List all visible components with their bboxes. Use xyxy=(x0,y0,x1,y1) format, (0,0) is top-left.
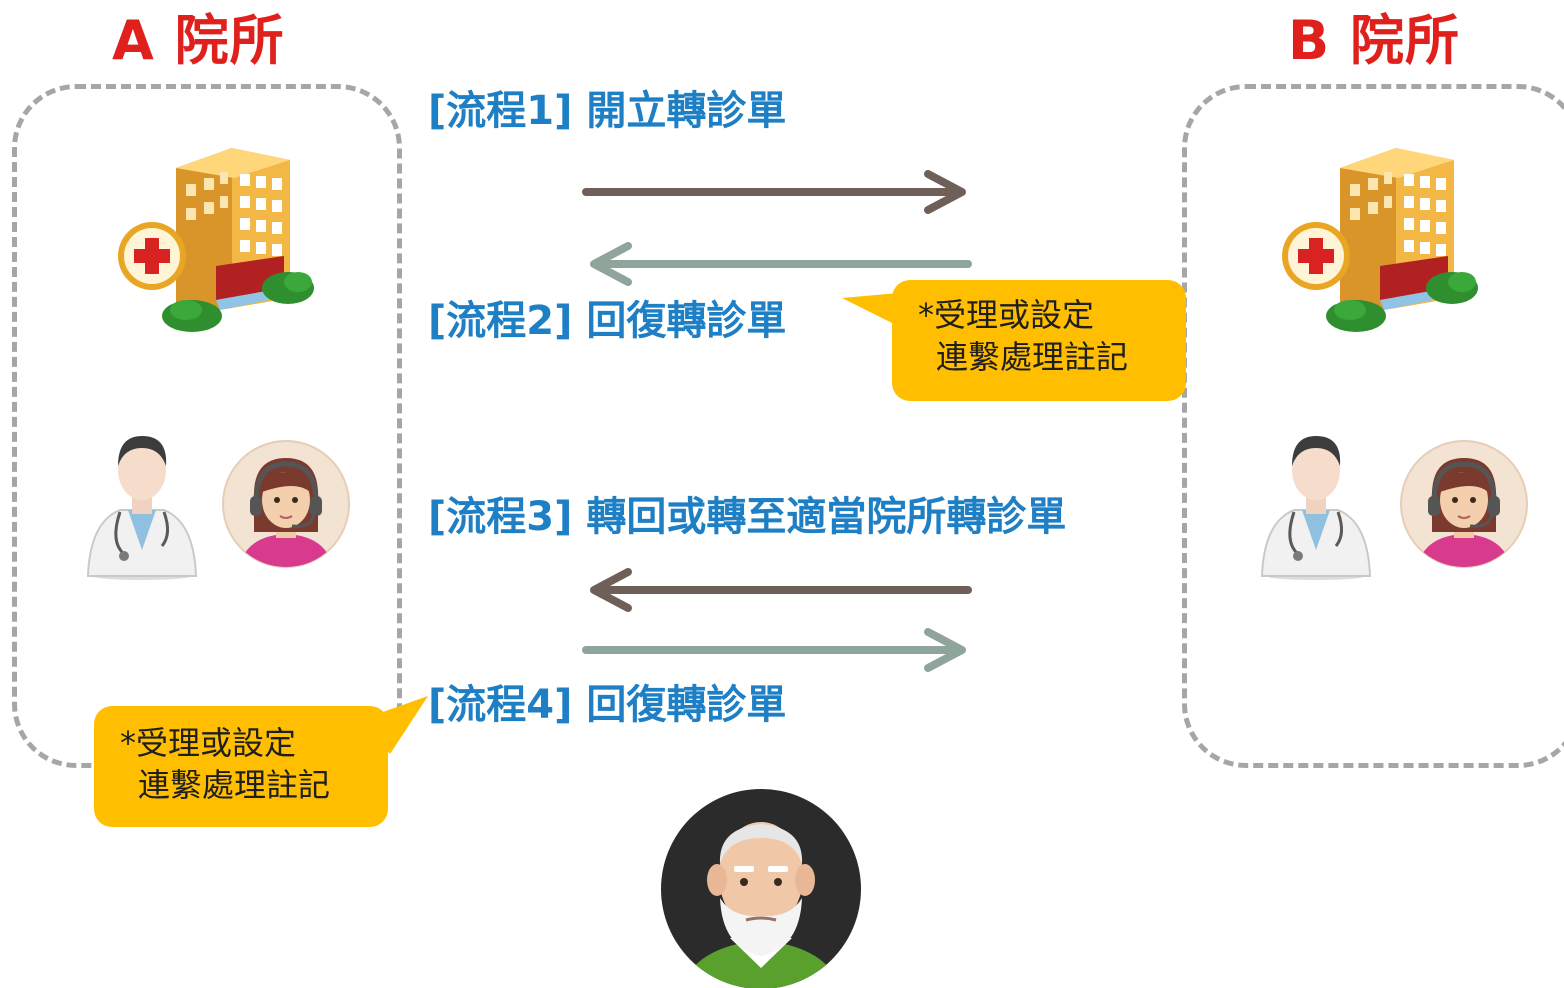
callout-left-line1: *受理或設定 xyxy=(120,724,297,762)
clinic-b-container xyxy=(1182,84,1564,768)
doctor-icon xyxy=(1260,436,1372,580)
step-2-label: [流程2] 回復轉診單 xyxy=(428,298,787,344)
arrow-right-step1 xyxy=(582,170,966,214)
arrow-left-step2 xyxy=(590,242,972,286)
step-4-label: [流程4] 回復轉診單 xyxy=(428,682,787,728)
hospital-icon xyxy=(1282,148,1478,332)
hospital-icon xyxy=(118,148,314,332)
clinic-a-title: A 院所 xyxy=(112,9,285,72)
operator-headset-icon xyxy=(222,440,350,568)
clinic-b-title: B 院所 xyxy=(1288,9,1460,72)
callout-left: *受理或設定 連繫處理註記 xyxy=(94,706,388,827)
arrow-left-step3 xyxy=(590,568,972,612)
step-3-label: [流程3] 轉回或轉至適當院所轉診單 xyxy=(428,494,1067,540)
callout-left-line2: 連繫處理註記 xyxy=(138,766,331,804)
doctor-icon xyxy=(86,436,198,580)
callout-right-line1: *受理或設定 xyxy=(918,296,1095,334)
step-1-label: [流程1] 開立轉診單 xyxy=(428,88,787,134)
callout-left-tail xyxy=(360,696,428,754)
callout-right-line2: 連繫處理註記 xyxy=(936,338,1129,376)
callout-right: *受理或設定 連繫處理註記 xyxy=(892,280,1186,401)
arrow-right-step4 xyxy=(582,628,966,672)
elderly-patient-icon xyxy=(661,789,861,988)
operator-headset-icon xyxy=(1400,440,1528,568)
